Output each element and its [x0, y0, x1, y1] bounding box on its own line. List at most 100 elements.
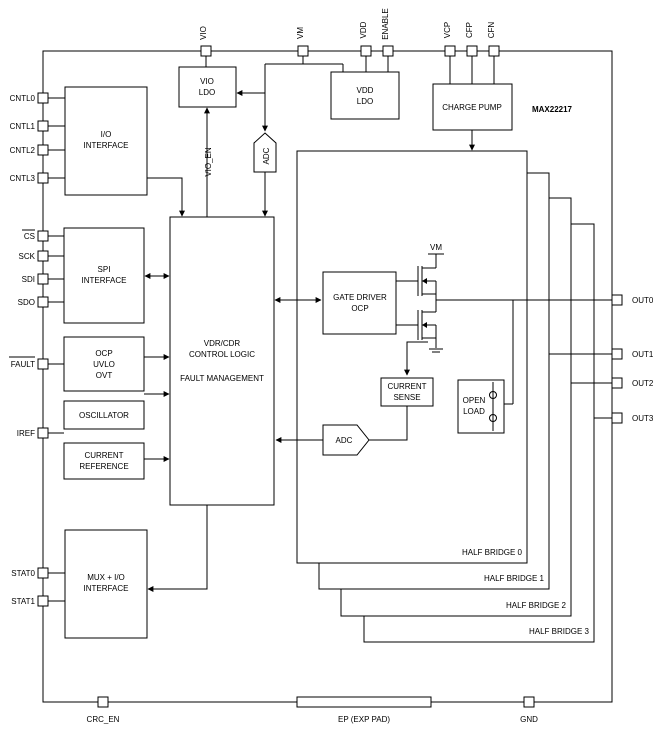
charge-pump-block	[432, 83, 513, 131]
pin-vdd[interactable]	[360, 45, 372, 57]
control-logic-line3: FAULT MANAGEMENT	[180, 374, 264, 383]
open-load-block	[457, 379, 505, 434]
pin-fault[interactable]	[37, 358, 49, 370]
vdd-ldo-line2: LDO	[357, 97, 373, 106]
pin-cntl1[interactable]	[37, 120, 49, 132]
current-sense-block	[380, 377, 434, 407]
pin-vcp[interactable]	[444, 45, 456, 57]
part-number: MAX22217	[532, 105, 573, 114]
spi-interface-line2: INTERFACE	[82, 276, 127, 285]
pin-sdi[interactable]	[37, 273, 49, 285]
pin-gnd-label: GND	[520, 715, 538, 724]
current-sense-line1: CURRENT	[387, 382, 426, 391]
mux-io-line2: INTERFACE	[84, 584, 129, 593]
control-logic-line2: CONTROL LOGIC	[189, 350, 255, 359]
half-bridge-1-label: HALF BRIDGE 1	[484, 574, 545, 583]
pin-out0-label: OUT0	[632, 296, 654, 305]
current-reference-block	[63, 442, 145, 480]
vio-ldo-line2: LDO	[199, 88, 215, 97]
pin-stat1[interactable]	[37, 595, 49, 607]
pin-out1[interactable]	[611, 348, 623, 360]
exposed-pad[interactable]	[296, 696, 432, 708]
pin-gnd[interactable]	[523, 696, 535, 708]
pin-cntl3[interactable]	[37, 172, 49, 184]
pin-out1-label: OUT1	[632, 350, 654, 359]
vm-internal-label: VM	[430, 243, 442, 252]
control-logic-block	[169, 216, 275, 506]
pin-crc-en[interactable]	[97, 696, 109, 708]
gate-driver-line1: GATE DRIVER	[333, 293, 387, 302]
mux-io-line1: MUX + I/O	[87, 573, 125, 582]
pin-cntl0[interactable]	[37, 92, 49, 104]
uvlo-label: UVLO	[93, 360, 115, 369]
ovt-label: OVT	[96, 371, 113, 380]
vio-ldo-line1: VIO	[200, 77, 214, 86]
pin-out0[interactable]	[611, 294, 623, 306]
ocp-label: OCP	[95, 349, 112, 358]
open-load-line1: OPEN	[463, 396, 486, 405]
pin-cfn[interactable]	[488, 45, 500, 57]
half-bridge-3-label: HALF BRIDGE 3	[529, 627, 590, 636]
pin-stat0-label: STAT0	[11, 569, 35, 578]
pin-crc-en-label: CRC_EN	[87, 715, 120, 724]
low-side-mosfet	[396, 300, 443, 353]
pin-vm-label: VM	[296, 27, 305, 39]
pin-out3[interactable]	[611, 412, 623, 424]
pin-sck-label: SCK	[19, 252, 36, 261]
io-interface-block	[64, 86, 148, 196]
oscillator-label: OSCILLATOR	[79, 411, 129, 420]
mux-io-interface-block	[64, 529, 148, 639]
pin-out2-label: OUT2	[632, 379, 654, 388]
pin-cfn-label: CFN	[487, 22, 496, 39]
pin-out2[interactable]	[611, 377, 623, 389]
adc-bottom-label: ADC	[336, 436, 353, 445]
current-reference-line1: CURRENT	[84, 451, 123, 460]
pin-fault-label: FAULT	[11, 360, 35, 369]
pin-cfp-label: CFP	[465, 22, 474, 38]
control-logic-line1: VDR/CDR	[204, 339, 241, 348]
pin-vcp-label: VCP	[443, 22, 452, 38]
pin-sdo[interactable]	[37, 296, 49, 308]
pin-enable[interactable]	[382, 45, 394, 57]
open-load-line2: LOAD	[463, 407, 485, 416]
vdd-ldo-line1: VDD	[357, 86, 374, 95]
pin-cntl1-label: CNTL1	[10, 122, 36, 131]
high-side-mosfet: VM	[396, 243, 444, 300]
pin-cntl2[interactable]	[37, 144, 49, 156]
vio-en-label: VIO_EN	[204, 147, 213, 177]
pin-vdd-label: VDD	[359, 21, 368, 38]
pin-iref-label: IREF	[17, 429, 35, 438]
pin-cntl3-label: CNTL3	[10, 174, 36, 183]
pin-enable-label: ENABLE	[381, 8, 390, 40]
vdd-ldo-block	[330, 71, 400, 120]
half-bridge-2-label: HALF BRIDGE 2	[506, 601, 567, 610]
pin-cs[interactable]	[37, 230, 49, 242]
ocp-uvlo-ovt-block	[63, 336, 145, 392]
oscillator-block	[63, 400, 145, 430]
pin-vio-label: VIO	[199, 26, 208, 40]
io-interface-line1: I/O	[101, 130, 112, 139]
spi-interface-block	[63, 227, 145, 324]
pin-cs-label: CS	[24, 232, 35, 241]
pin-cfp[interactable]	[466, 45, 478, 57]
pin-vio[interactable]	[200, 45, 212, 57]
current-sense-line2: SENSE	[393, 393, 420, 402]
adc-bottom-block	[322, 424, 370, 456]
current-source-icon	[489, 382, 497, 431]
half-bridge-0-label: HALF BRIDGE 0	[462, 548, 523, 557]
gate-driver-line2: OCP	[351, 304, 368, 313]
pin-sdi-label: SDI	[22, 275, 35, 284]
pin-stat0[interactable]	[37, 567, 49, 579]
gate-driver-block	[322, 271, 397, 335]
vio-ldo-block	[178, 66, 237, 108]
adc-top-label: ADC	[262, 147, 271, 164]
pin-sdo-label: SDO	[18, 298, 35, 307]
pin-vm[interactable]	[297, 45, 309, 57]
pin-out3-label: OUT3	[632, 414, 654, 423]
spi-interface-line1: SPI	[98, 265, 111, 274]
pin-stat1-label: STAT1	[11, 597, 35, 606]
pin-sck[interactable]	[37, 250, 49, 262]
pin-iref[interactable]	[37, 427, 49, 439]
